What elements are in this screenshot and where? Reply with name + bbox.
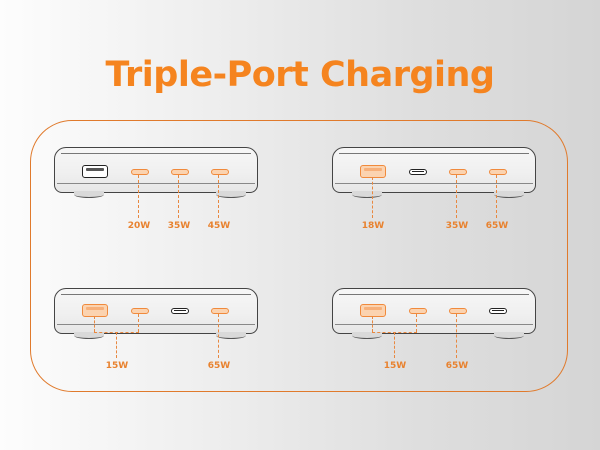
callout-line (218, 175, 219, 218)
callout-line (138, 314, 139, 332)
wattage-label: 45W (207, 221, 231, 231)
usb-a-port (360, 165, 386, 178)
callout-line (416, 314, 417, 332)
callout-line (456, 175, 457, 218)
callout-line (138, 175, 139, 218)
config-panel-bottom-right: 15W 65W (332, 288, 572, 398)
wattage-label: 65W (207, 361, 231, 371)
wattage-label: 18W (361, 221, 385, 231)
usb-a-port (82, 304, 108, 317)
usb-c-port-3 (211, 169, 229, 175)
page-title: Triple-Port Charging (105, 55, 495, 95)
config-panel-top-left: 20W 35W 45W (54, 147, 294, 257)
usb-c-port-2 (171, 308, 189, 314)
usb-c-port-2 (449, 308, 467, 314)
power-bank-device (54, 288, 258, 334)
callout-line (394, 332, 395, 358)
wattage-label: 20W (127, 221, 151, 231)
wattage-label: 15W (383, 361, 407, 371)
usb-a-port (360, 304, 386, 317)
usb-c-port-1 (131, 169, 149, 175)
wattage-label: 35W (167, 221, 191, 231)
power-bank-device (332, 288, 536, 334)
usb-c-port-1 (409, 308, 427, 314)
usb-a-port (82, 165, 108, 178)
callout-line (116, 332, 117, 358)
callout-line (178, 175, 179, 218)
callout-line (496, 175, 497, 218)
config-panel-top-right: 18W 35W 65W (332, 147, 572, 257)
config-panel-bottom-left: 15W 65W (54, 288, 294, 398)
wattage-label: 35W (445, 221, 469, 231)
power-bank-device (54, 147, 258, 193)
callout-line (372, 316, 373, 332)
usb-c-port-2 (449, 169, 467, 175)
callout-line (94, 316, 95, 332)
usb-c-port-1 (131, 308, 149, 314)
configurations-frame (30, 120, 568, 392)
wattage-label: 15W (105, 361, 129, 371)
callout-line (372, 177, 373, 218)
wattage-label: 65W (445, 361, 469, 371)
callout-line (218, 314, 219, 358)
power-bank-device (332, 147, 536, 193)
usb-c-port-3 (489, 169, 507, 175)
usb-c-port-3 (489, 308, 507, 314)
usb-c-port-2 (171, 169, 189, 175)
usb-c-port-3 (211, 308, 229, 314)
callout-line (456, 314, 457, 358)
wattage-label: 65W (485, 221, 509, 231)
usb-c-port-1 (409, 169, 427, 175)
